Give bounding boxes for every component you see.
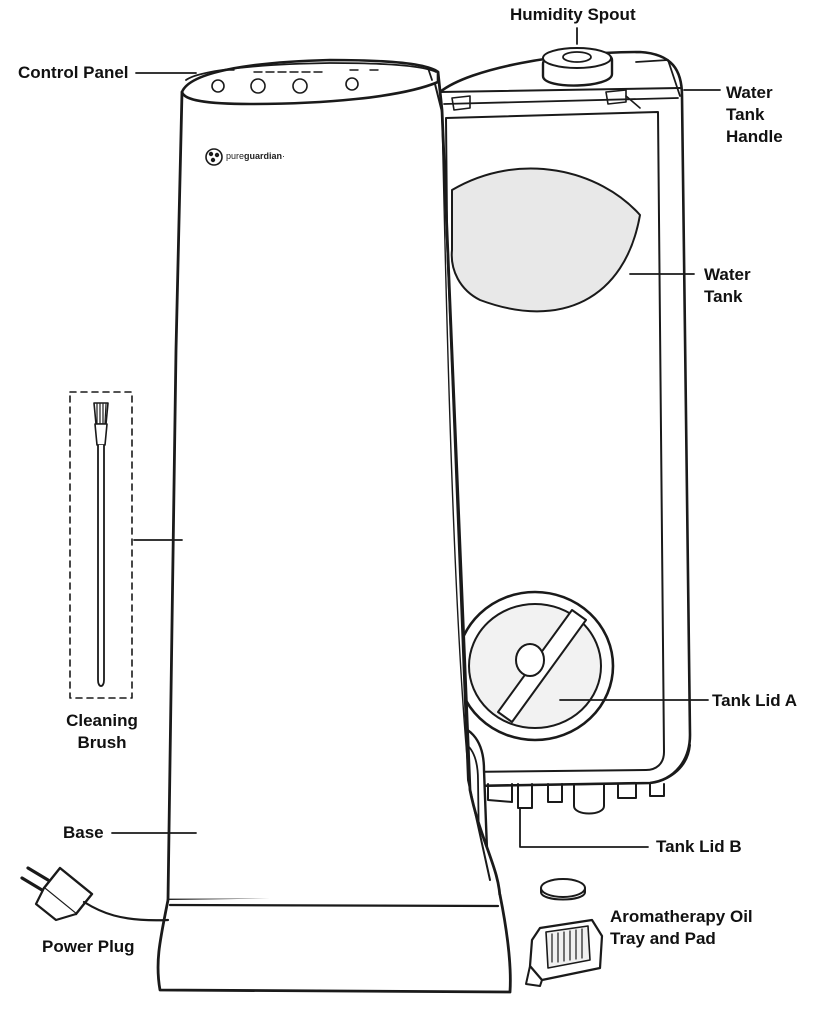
brand-logo-icon [205, 148, 223, 166]
label-base: Base [63, 823, 104, 842]
brand-name: pureguardian· [226, 151, 286, 161]
aromatherapy-tray-and-pad [525, 878, 604, 987]
label-control-panel: Control Panel [18, 63, 129, 82]
label-humidity-spout: Humidity Spout [510, 5, 636, 24]
power-plug [20, 866, 170, 922]
label-tank-lid-a: Tank Lid A [712, 691, 797, 710]
tower-body [156, 65, 512, 994]
label-cleaning-brush: Cleaning Brush [66, 711, 138, 752]
leader-lines [111, 27, 721, 848]
control-panel [180, 58, 440, 106]
label-water-tank-handle: Water Tank Handle [726, 83, 783, 146]
cleaning-brush [69, 391, 133, 699]
label-water-tank: Water Tank [704, 265, 751, 306]
label-power-plug: Power Plug [42, 937, 135, 956]
humidity-spout [541, 47, 614, 87]
tank-lid-a [455, 590, 615, 742]
label-aromatherapy: Aromatherapy Oil Tray and Pad [610, 907, 753, 948]
label-tank-lid-b: Tank Lid B [656, 837, 742, 856]
